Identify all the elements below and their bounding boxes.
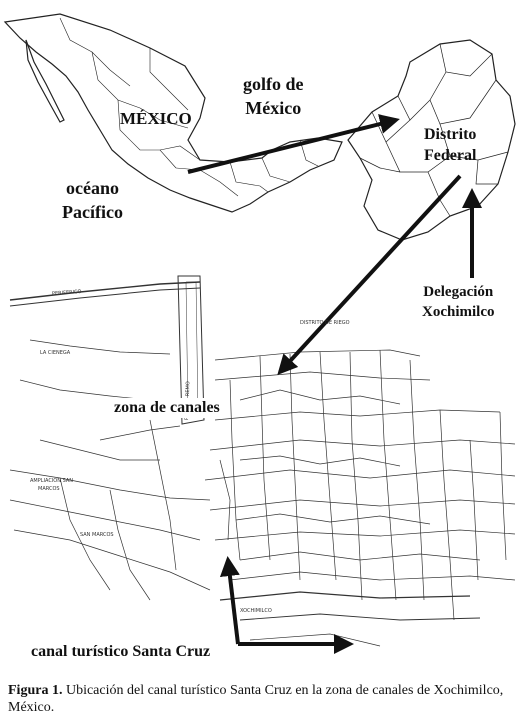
arrow-mexico-to-df [187,114,400,174]
label-la-cienega: LA CIENEGA [40,350,71,356]
label-delegacion: Delegación Xochimilco [422,284,495,320]
arrow-canal-up [219,556,240,645]
label-san-marcos: SAN MARCOS [80,532,114,538]
arrows [187,114,482,654]
label-distrito-riego: DISTRITO DE RIEGO [300,320,350,326]
caption-prefix: Figura 1. [8,683,63,698]
caption-text: Ubicación del canal turístico Santa Cruz… [8,683,504,715]
label-xochimilco-town: XOCHIMILCO [240,608,272,614]
mexico-outline [3,13,343,213]
label-distrito-federal: Distrito Federal [424,126,477,164]
label-golfo: golfo de México [243,74,304,118]
label-ampliacion: AMPLIACION SAN [30,478,74,484]
distrito-federal-outline [347,39,516,241]
label-oceano: océano Pacífico [62,178,123,222]
label-zona-canales: zona de canales [110,398,224,418]
label-marcos: MARCOS [38,486,60,492]
label-mexico: MÉXICO [120,109,192,128]
arrow-df-to-zona [277,174,462,375]
canal-zone-map [9,275,516,647]
label-canal-turistico: canal turístico Santa Cruz [28,642,214,662]
figure-caption: Figura 1. Ubicación del canal turístico … [8,682,520,716]
